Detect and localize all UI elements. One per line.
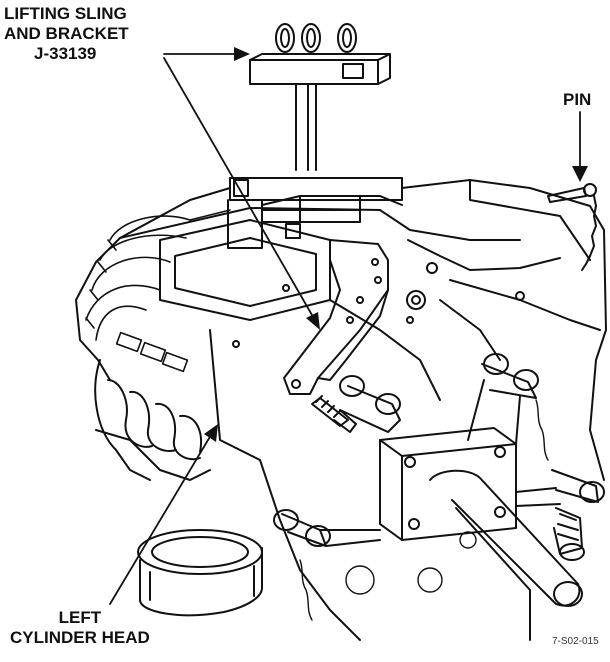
flywheel-gear: [299, 399, 549, 621]
label-line: CYLINDER HEAD: [10, 628, 150, 647]
pointer-lines: [109, 53, 581, 605]
bracket-bolt: [311, 395, 357, 433]
fuel-lines: [85, 209, 231, 373]
engine-stand-fixture: [273, 353, 605, 641]
figure-code: 7-S02-015: [552, 636, 599, 647]
pin-label: PIN: [563, 90, 592, 109]
sling-post: [295, 83, 317, 171]
label-line: J-33139: [34, 44, 97, 63]
label-line: AND BRACKET: [4, 24, 129, 43]
lifting-bracket-plate: [283, 239, 389, 395]
exhaust-manifold: [94, 359, 211, 481]
lifting-sling-label: LIFTING SLING AND BRACKET J-33139: [4, 4, 129, 64]
valve-cover: [159, 219, 331, 321]
cylinder-head-label: LEFT CYLINDER HEAD: [10, 608, 150, 648]
pin: [547, 183, 597, 271]
engine-block: [75, 179, 607, 641]
sling-crossbar: [249, 53, 391, 85]
oil-filter: [137, 529, 263, 617]
arrowheads: [204, 47, 588, 442]
label-line: LIFTING SLING: [4, 4, 127, 23]
lifting-sling-rings: [275, 23, 357, 53]
label-line: LEFT: [58, 608, 102, 627]
